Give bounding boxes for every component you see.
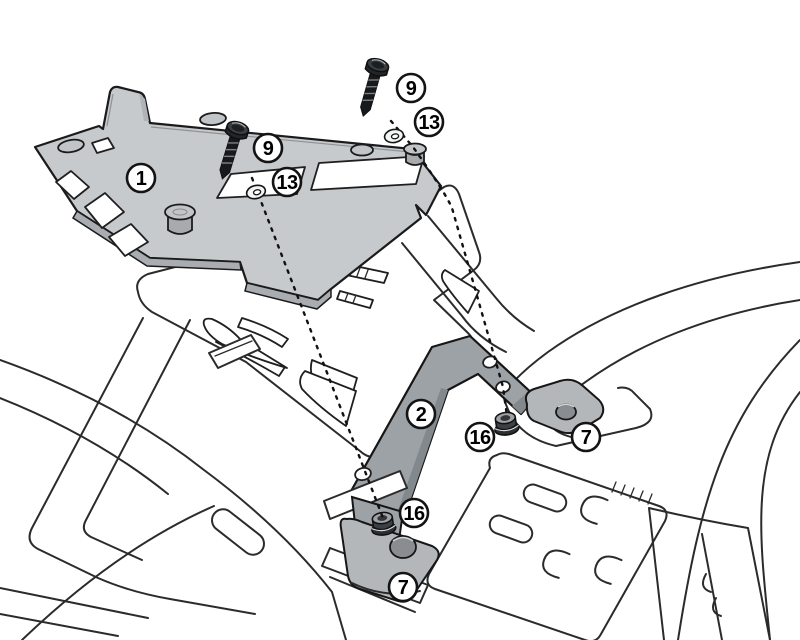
foot-7-left-highlight (392, 536, 414, 542)
kidney-slot-1 (55, 170, 90, 200)
washer-13-right (383, 128, 405, 144)
mounting-bracket-part-2 (321, 334, 605, 613)
bolt-glint (494, 424, 519, 432)
bumper-right (350, 143, 374, 157)
callout-label: 13 (418, 112, 440, 134)
bumper-top (199, 112, 227, 126)
fin-inner-line (106, 93, 114, 127)
bolt-16-lower (371, 511, 397, 536)
callout-circle (405, 398, 437, 430)
bumper-left (57, 138, 85, 154)
washer-hole (252, 189, 262, 196)
callout-label: 16 (403, 503, 425, 525)
washer-hole (390, 133, 400, 140)
callout-7-lower: 7 (387, 571, 419, 603)
fin-shade (139, 93, 149, 121)
callout-circle (413, 106, 445, 138)
callout-circle (252, 132, 284, 164)
kidney-slot-2 (84, 192, 125, 229)
callout-circle (570, 421, 602, 453)
screw-socket (371, 61, 385, 69)
mushroom-cap (164, 203, 196, 221)
bolt-16-upper (494, 411, 520, 436)
washer-13-left (245, 184, 267, 200)
left-rail-inner (82, 319, 191, 561)
bracket-shade-left (396, 388, 448, 519)
bolt-socket (500, 415, 511, 421)
kidney-slot-top (91, 137, 115, 154)
callout-7-right: 7 (570, 421, 602, 453)
callout-label: 16 (469, 427, 491, 449)
plate-left-flange (71, 209, 242, 271)
grab-cutout (211, 508, 265, 556)
screw-9-right (360, 57, 390, 117)
bolt-socket (377, 515, 388, 521)
callout-circle (387, 571, 419, 603)
rear-panel-hooks (701, 573, 722, 617)
cowl-curve-1 (0, 359, 347, 640)
foot-7-right-highlight (557, 403, 575, 408)
screw-socket (231, 124, 245, 132)
tail-rail-2 (760, 391, 800, 640)
callout-circle (398, 497, 430, 529)
bracket-hole-1 (482, 355, 498, 369)
rack-edge-band-2 (401, 242, 507, 353)
screw-shaft (360, 71, 381, 117)
callout-circle (125, 162, 157, 194)
callout-16-upper: 16 (464, 421, 496, 453)
mushroom-cap-inner (172, 208, 188, 216)
rear-panel-lines (648, 507, 771, 640)
pillion-bar-line (214, 340, 253, 357)
alignment-line-left (250, 176, 385, 520)
left-ledge-line (329, 576, 416, 613)
callout-circle (464, 421, 496, 453)
cowl-curve-2 (0, 397, 169, 495)
bolt-glint (371, 524, 396, 532)
callout-circle (271, 166, 303, 198)
right-rail-outer (502, 261, 800, 395)
triangle-cutout-right (440, 269, 480, 314)
platform-hatch (611, 481, 653, 505)
alignment-line-right (389, 119, 509, 418)
screw-threads (221, 142, 239, 164)
callout-13-right: 13 (413, 106, 445, 138)
plate-front-flange (244, 282, 332, 310)
slot-b-hatch (344, 292, 357, 304)
callout-circle (395, 72, 427, 104)
callout-9-left: 9 (252, 132, 284, 164)
rack-edge-band-1 (427, 215, 535, 332)
callout-label: 9 (406, 78, 417, 100)
left-rail-outer (28, 317, 256, 615)
foot-7-left-boss (389, 535, 417, 559)
rail-over-arm (323, 470, 408, 520)
slot-c (237, 317, 289, 348)
callout-label: 9 (263, 138, 274, 160)
screw-glint (371, 59, 386, 65)
bracket-arm-hole (354, 466, 372, 482)
callout-16-lower: 16 (398, 497, 430, 529)
callout-13-left: 13 (271, 166, 303, 198)
fender-lines (0, 587, 149, 637)
callout-2: 2 (405, 398, 437, 430)
callout-label: 7 (581, 427, 592, 449)
screw-9-left (219, 120, 250, 180)
callout-label: 13 (276, 172, 298, 194)
callout-9-right: 9 (395, 72, 427, 104)
kidney-slot-3 (108, 223, 149, 257)
screw-threads (362, 79, 379, 101)
bottom-platform (426, 452, 668, 640)
cowl-curve-3 (21, 505, 215, 640)
platform-cutouts (488, 483, 623, 585)
tail-rail-1 (677, 339, 800, 640)
callout-label: 2 (416, 404, 427, 426)
callout-label: 7 (398, 577, 409, 599)
screw-glint (231, 122, 246, 128)
callout-label: 1 (136, 168, 147, 190)
callout-1: 1 (125, 162, 157, 194)
